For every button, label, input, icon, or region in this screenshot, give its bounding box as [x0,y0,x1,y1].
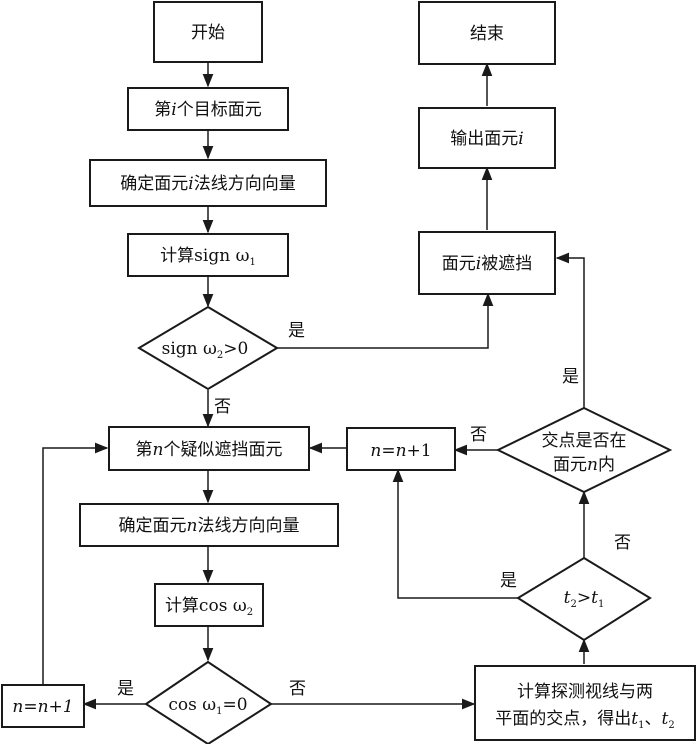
node-normal-i-label: 确定面元i法线方向向量 [120,174,295,194]
edge-labels: 是 否 是 否 是 否 是 否 [117,321,631,699]
connectors [42,62,590,710]
node-cos-cond: cos ω1=0 [144,660,273,744]
label-sign-no: 否 [214,397,231,417]
edge-sign-yes [277,292,494,349]
node-output-label: 输出面元i [450,129,523,149]
node-calc-cos-label: 计算cos ω2 [165,596,253,618]
node-t-cond: t2>t1 [516,556,652,642]
node-target: 第i个目标面元 [127,87,289,131]
node-inside-line1: 交点是否在 [542,431,627,451]
node-normal-n-label: 确定面元n法线方向向量 [119,516,300,536]
node-calc-cos: 计算cos ω2 [154,583,264,627]
label-cos-yes: 是 [117,679,134,699]
edge-t-yes [392,468,520,599]
node-sign-cond-label: sign ω2>0 [162,339,249,361]
node-t-cond-label: t2>t1 [564,588,605,610]
node-inside-line2: 面元n内 [553,455,615,475]
edge-left-incr-loop [42,442,109,684]
node-incr-right-label: n=n+1 [370,441,431,461]
label-cos-no: 否 [289,679,306,699]
node-suspect-label: 第n个疑似遮挡面元 [136,440,283,460]
label-t-no: 否 [614,533,631,553]
node-incr-left: n=n+1 [1,684,85,728]
label-inside-yes: 是 [562,367,579,387]
node-target-label: 第i个目标面元 [154,100,261,120]
node-blocked-label: 面元i被遮挡 [442,254,532,274]
node-output: 输出面元i [418,107,556,169]
node-calc-sign: 计算sign ω1 [127,233,289,277]
node-incr-right: n=n+1 [346,427,456,471]
node-inside-cond: 交点是否在 面元n内 [495,406,673,494]
node-normal-n: 确定面元n法线方向向量 [79,503,339,547]
label-t-yes: 是 [500,571,517,591]
node-calc-sign-label: 计算sign ω1 [160,246,256,268]
node-intersect-line1: 计算探测视线与两 [517,682,653,702]
node-blocked: 面元i被遮挡 [418,231,556,295]
label-inside-no: 否 [470,425,487,445]
node-normal-i: 确定面元i法线方向向量 [89,159,327,207]
node-start-label: 开始 [191,23,225,43]
node-cos-cond-label: cos ω1=0 [168,695,247,717]
node-intersect: 计算探测视线与两 平面的交点，得出t1、t2 [474,665,696,741]
node-suspect: 第n个疑似遮挡面元 [108,426,310,471]
node-sign-cond: sign ω2>0 [137,305,279,391]
node-start: 开始 [153,1,263,63]
node-intersect-line2: 平面的交点，得出t1、t2 [495,709,674,731]
label-sign-yes: 是 [288,321,305,341]
node-incr-left-label: n=n+1 [12,697,73,717]
edge-inside-yes [555,252,585,408]
node-end: 结束 [418,1,556,65]
node-end-label: 结束 [470,24,504,44]
